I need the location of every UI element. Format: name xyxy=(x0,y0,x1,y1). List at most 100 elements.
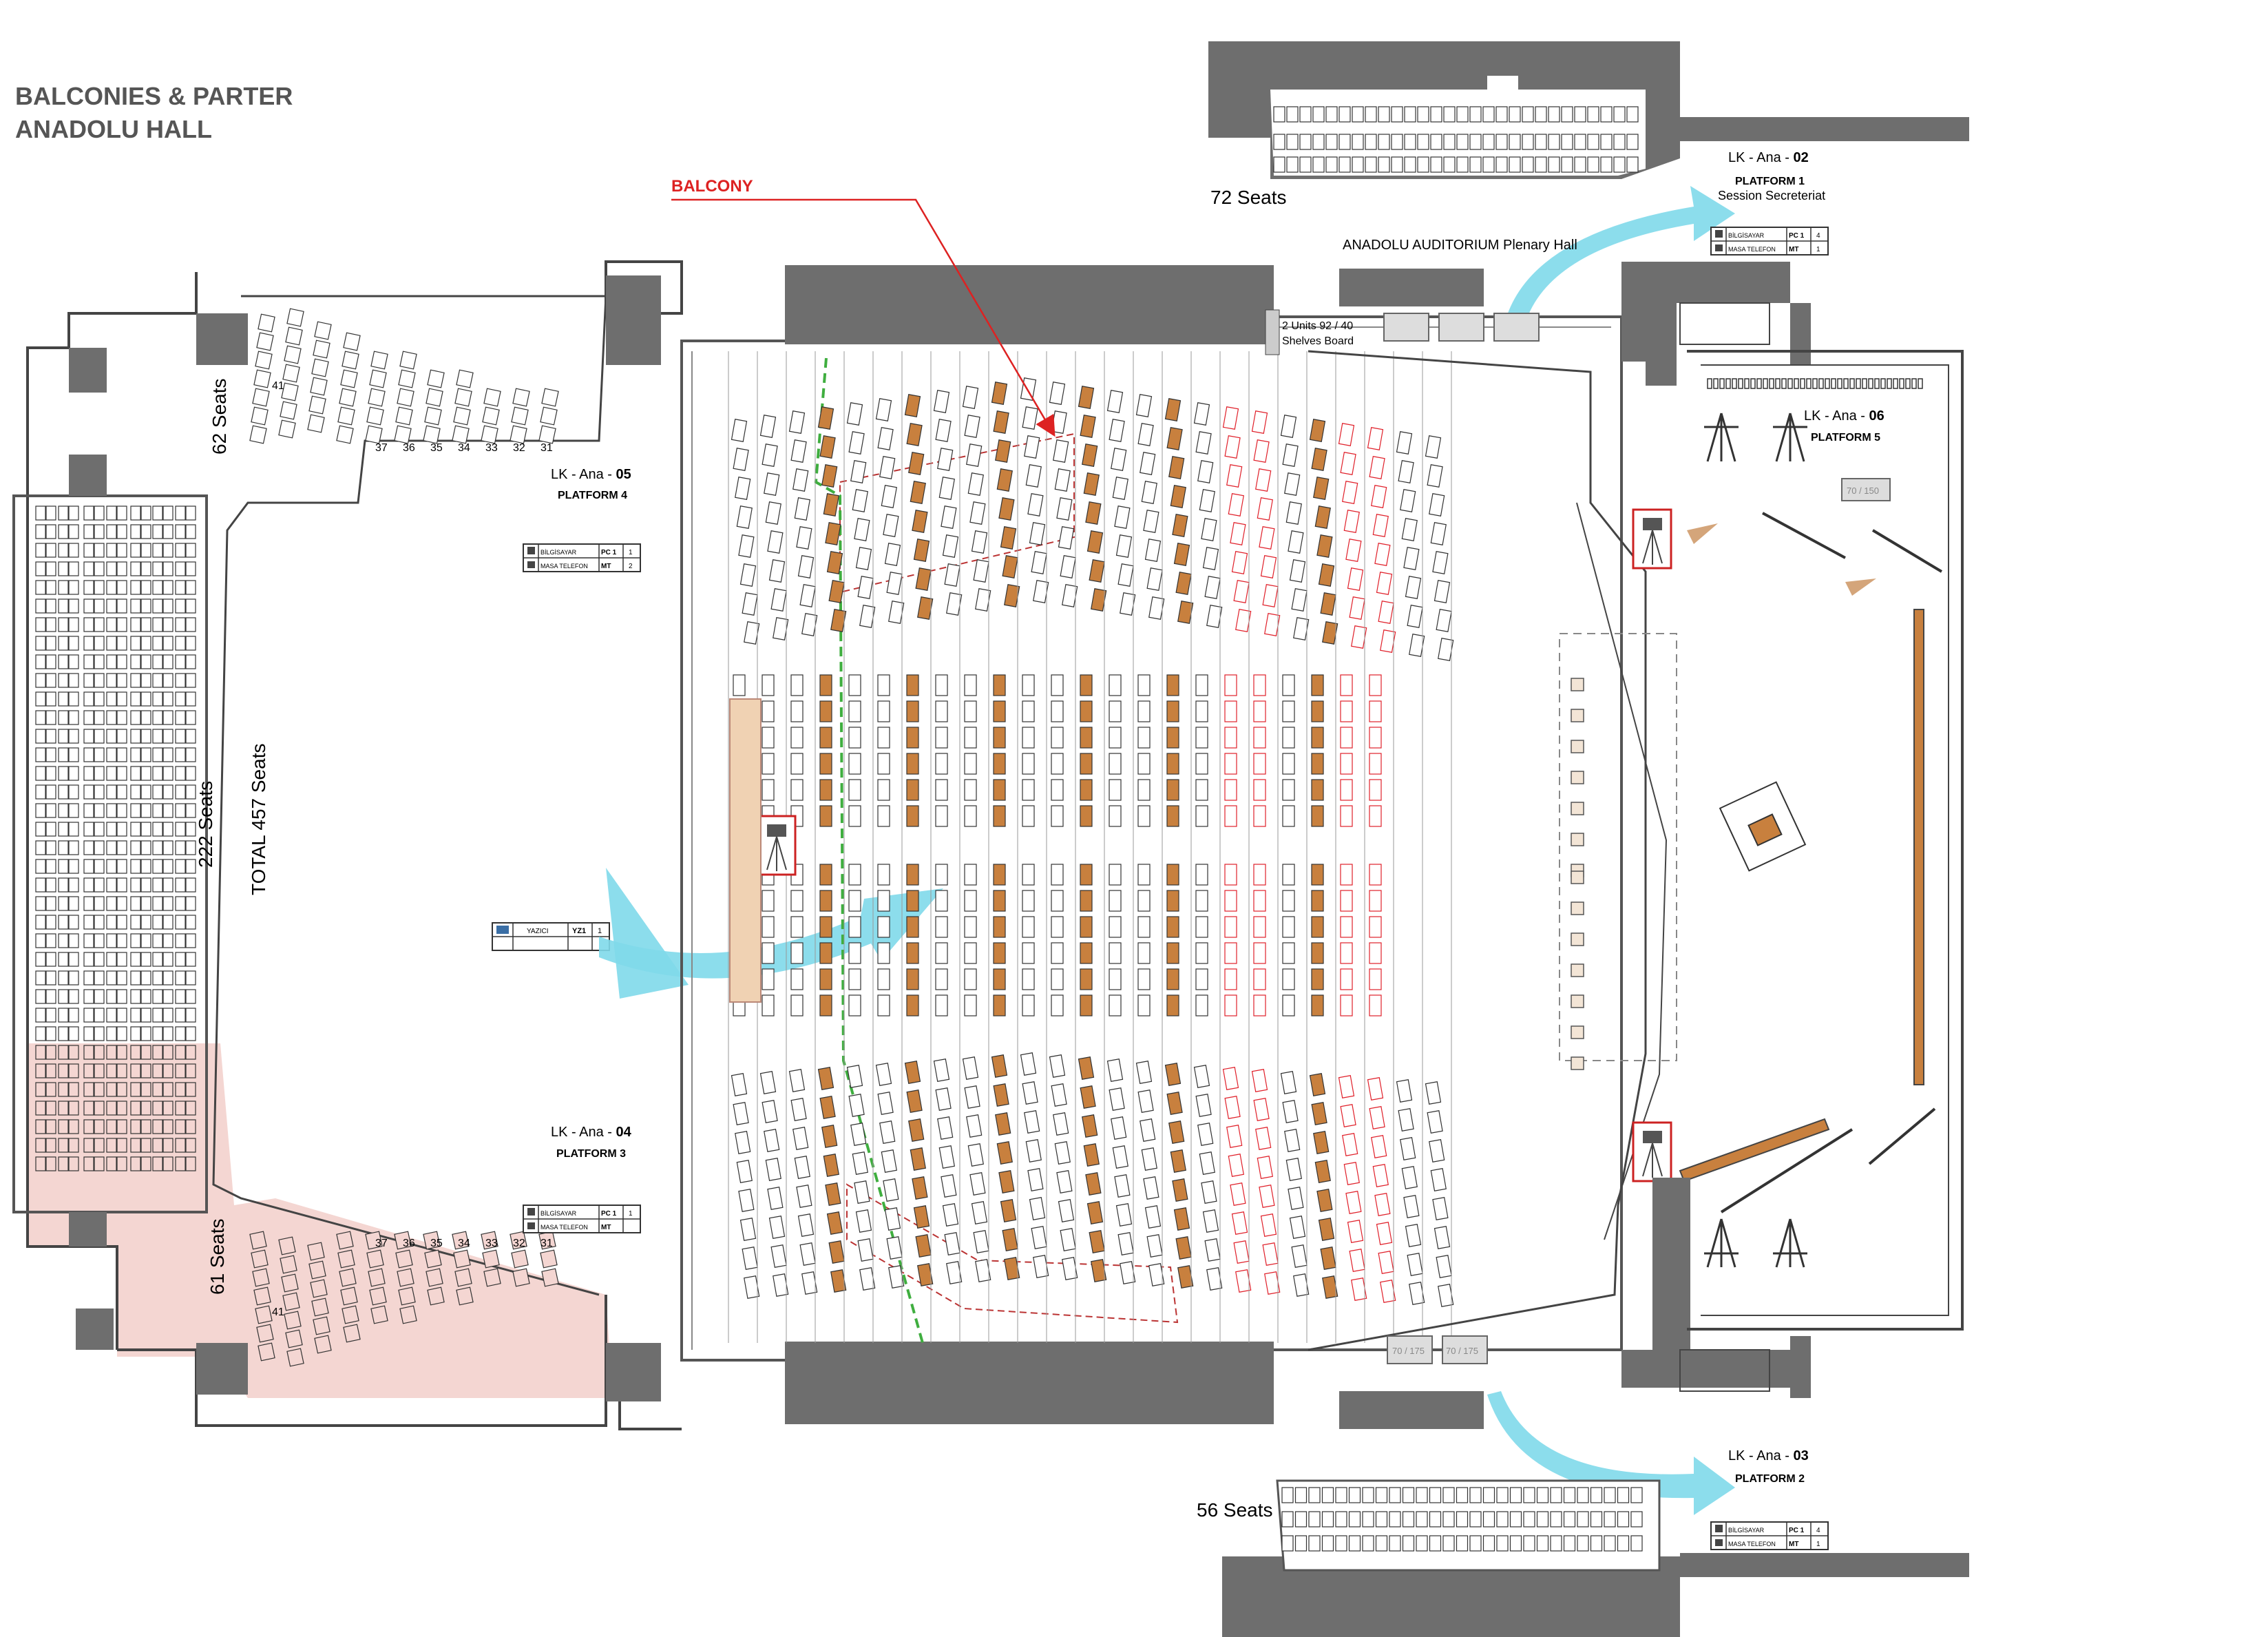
seat xyxy=(848,968,861,990)
seat xyxy=(249,425,267,444)
seat xyxy=(1340,864,1353,886)
seat xyxy=(35,822,46,837)
seat xyxy=(130,729,141,744)
seat xyxy=(910,481,926,504)
seat xyxy=(45,636,56,651)
seat xyxy=(1170,1149,1186,1173)
seat xyxy=(1345,1191,1362,1214)
seat xyxy=(162,1101,174,1116)
row-numbers-bottom: 41 37 36 35 34 33 32 31 xyxy=(272,1238,553,1318)
seat xyxy=(937,448,954,471)
seat xyxy=(116,1026,127,1041)
seat xyxy=(942,534,959,558)
seat xyxy=(855,1209,872,1233)
seat xyxy=(130,617,141,632)
seat xyxy=(1443,156,1456,173)
seat xyxy=(152,505,163,521)
seat xyxy=(1060,555,1076,578)
seat xyxy=(1109,942,1122,964)
seat xyxy=(1226,464,1243,488)
seat xyxy=(1224,994,1237,1016)
seat xyxy=(1058,526,1075,550)
seat xyxy=(130,822,141,837)
row-number: 32 xyxy=(513,1238,525,1249)
seat xyxy=(1137,968,1151,990)
seat xyxy=(140,952,151,967)
seat xyxy=(1563,1487,1576,1503)
seat xyxy=(106,617,117,632)
seat xyxy=(106,1119,117,1134)
seat xyxy=(1432,551,1449,574)
seat xyxy=(888,601,905,624)
seat xyxy=(736,505,753,529)
seat xyxy=(140,784,151,800)
seat xyxy=(1308,1487,1321,1503)
seat xyxy=(1563,1535,1576,1552)
equipment-box xyxy=(1493,313,1540,342)
seat xyxy=(828,580,845,603)
seat xyxy=(1369,916,1382,938)
rack-slot xyxy=(1905,378,1911,389)
seat xyxy=(152,747,163,762)
seat xyxy=(45,1063,56,1078)
seat xyxy=(368,1268,386,1287)
seat xyxy=(935,779,948,801)
seat xyxy=(83,1063,94,1078)
seat xyxy=(1193,402,1210,426)
seat xyxy=(185,877,196,893)
seat xyxy=(152,822,163,837)
seat xyxy=(1548,156,1560,173)
seat xyxy=(1286,134,1299,150)
seat xyxy=(1172,1178,1188,1202)
rack-slot xyxy=(1911,378,1917,389)
seat xyxy=(967,1143,984,1167)
platform1-name: PLATFORM 1 xyxy=(1735,176,1805,187)
seat xyxy=(906,890,919,912)
seat xyxy=(106,915,117,930)
seat xyxy=(1197,1123,1214,1146)
seat xyxy=(162,673,174,688)
seat xyxy=(1195,674,1208,696)
seat xyxy=(790,779,804,801)
seat xyxy=(94,952,105,967)
seat xyxy=(1561,134,1573,150)
seat xyxy=(1080,942,1093,964)
seat xyxy=(1140,1118,1156,1142)
seat xyxy=(106,710,117,725)
seat xyxy=(83,1045,94,1060)
platform4-name: PLATFORM 4 xyxy=(558,490,627,501)
rack-slot xyxy=(1756,378,1762,389)
seat xyxy=(1091,588,1107,612)
seat xyxy=(877,1092,894,1115)
seat xyxy=(1109,890,1122,912)
seat xyxy=(116,636,127,651)
seat xyxy=(877,674,890,696)
seat xyxy=(877,994,890,1016)
seat xyxy=(140,840,151,855)
seat xyxy=(1253,1098,1270,1121)
seat xyxy=(106,989,117,1004)
seat xyxy=(1430,106,1442,123)
seat xyxy=(796,1185,812,1208)
seat xyxy=(913,1205,930,1229)
backstage: LK - Ana - 06 PLATFORM 5 xyxy=(1621,262,1964,1398)
seat xyxy=(790,674,804,696)
svg-text:BİLGİSAYAR: BİLGİSAYAR xyxy=(1728,1527,1765,1534)
seat xyxy=(1425,1081,1442,1105)
seat xyxy=(394,1231,412,1250)
seat xyxy=(1004,584,1020,607)
stage-desk xyxy=(1571,678,1584,691)
seat xyxy=(185,1156,196,1171)
seat xyxy=(68,561,79,576)
seat xyxy=(340,369,358,388)
seat xyxy=(1253,916,1266,938)
seat xyxy=(510,425,527,444)
seat xyxy=(1438,638,1454,661)
platform1-code: LK - Ana - 02 xyxy=(1728,150,1809,165)
seat xyxy=(116,859,127,874)
seat xyxy=(1308,1535,1321,1552)
seat xyxy=(68,915,79,930)
seat xyxy=(1429,1535,1442,1552)
seat xyxy=(1031,1226,1047,1249)
